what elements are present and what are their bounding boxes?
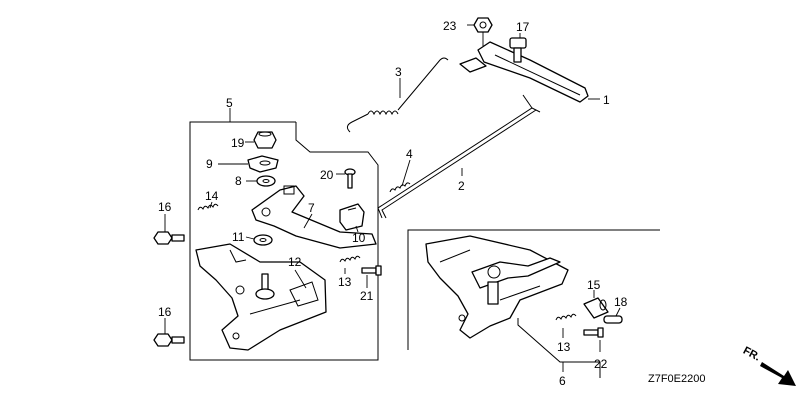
callout-13-left: 13 (338, 275, 352, 289)
bolt-16-lower (153, 333, 185, 347)
front-arrow-icon (760, 362, 796, 386)
spring-14 (197, 203, 219, 211)
callout-11: 11 (232, 230, 245, 244)
throttle-rod-2 (377, 94, 541, 219)
rod-spring-4 (389, 182, 411, 193)
callout-16-upper: 16 (158, 200, 172, 214)
callout-20: 20 (320, 168, 334, 182)
callout-15: 15 (587, 278, 601, 292)
collar-15 (583, 297, 609, 319)
direction-label: FR. (741, 345, 762, 364)
washer-8 (256, 175, 276, 187)
spring-13-left (339, 255, 361, 263)
callout-17: 17 (516, 20, 530, 34)
callout-10: 10 (352, 231, 366, 245)
pin-18 (603, 315, 623, 324)
callout-6: 6 (559, 374, 566, 388)
assembly-6-bracket (407, 229, 660, 350)
governor-spring-3 (346, 57, 449, 133)
pivot-collar-12 (255, 273, 275, 300)
governor-arm (459, 41, 589, 103)
callout-1: 1 (603, 93, 610, 107)
callout-5: 5 (226, 96, 233, 110)
callout-7: 7 (308, 201, 315, 215)
callout-9: 9 (206, 157, 213, 171)
spring-13-right (555, 313, 577, 321)
screw-22 (583, 327, 604, 338)
screw-21 (361, 265, 382, 276)
leader-6 (517, 318, 601, 378)
callout-18: 18 (614, 295, 628, 309)
assembly-5-bracket (189, 121, 379, 361)
diagram-code: Z7F0E2200 (648, 373, 705, 385)
holder-clip-10 (339, 203, 365, 231)
callout-16-lower: 16 (158, 305, 172, 319)
bolt-17 (509, 37, 527, 63)
flange-nut-23 (473, 17, 493, 33)
bolt-16-upper (153, 231, 185, 245)
nut-19 (253, 131, 277, 149)
callout-23: 23 (443, 19, 457, 33)
callout-3: 3 (395, 65, 402, 79)
callout-8: 8 (235, 174, 242, 188)
washer-11 (253, 234, 273, 246)
control-lever-7 (251, 185, 377, 249)
callout-12: 12 (288, 255, 302, 269)
inset-control-assembly (425, 235, 569, 339)
callout-22: 22 (594, 357, 608, 371)
callout-2: 2 (458, 179, 465, 193)
plate-washer-9 (247, 155, 279, 173)
callout-13-right: 13 (557, 340, 571, 354)
screw-20 (344, 168, 356, 189)
callout-14: 14 (205, 189, 219, 203)
callout-19: 19 (231, 136, 245, 150)
callout-4: 4 (406, 147, 413, 161)
callout-21: 21 (360, 289, 374, 303)
